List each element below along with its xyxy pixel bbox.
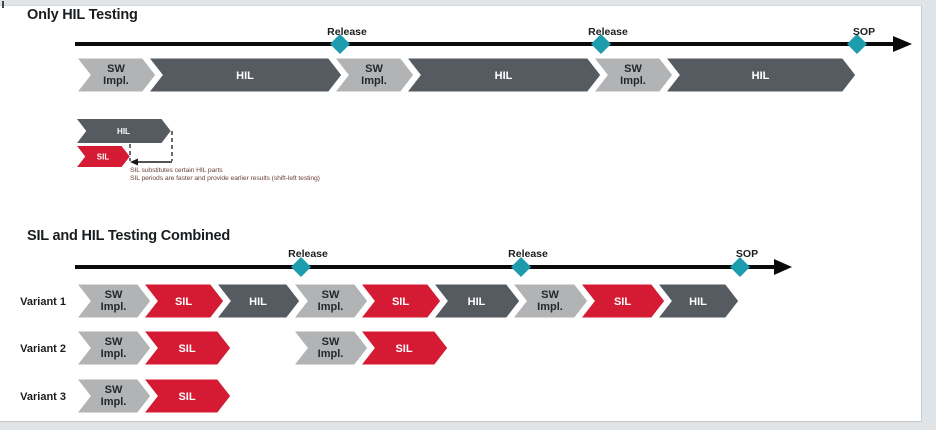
- chevron-hil: [428, 281, 523, 321]
- chevron-hil: [211, 281, 303, 321]
- chevron-hil: [143, 55, 345, 95]
- milestone-label: SOP: [736, 248, 758, 260]
- chevron-hil: [652, 281, 742, 321]
- chevron-label: SIL: [178, 343, 195, 355]
- chevron-sw: [71, 55, 159, 95]
- window-edge-artifact: [2, 1, 4, 8]
- milestone-label: Release: [588, 26, 628, 38]
- chevron-label: HIL: [117, 127, 130, 136]
- chevron-sw: [71, 376, 154, 416]
- variant-label: Variant 1: [20, 296, 66, 308]
- section-title-only-hil: Only HIL Testing: [27, 7, 138, 23]
- milestone-label: Release: [288, 248, 328, 260]
- chevron-label: SIL: [614, 296, 631, 308]
- chevron-label: HIL: [468, 296, 486, 308]
- chevron-label: SIL: [392, 296, 409, 308]
- chevron-label: SIL: [395, 343, 412, 355]
- chevron-sil: [138, 376, 234, 416]
- milestone-diamond: [847, 34, 867, 54]
- chevron-sil: [355, 328, 451, 368]
- timeline-arrowhead: [774, 259, 792, 275]
- variant-label: Variant 3: [20, 391, 66, 403]
- chevron-label: HIL: [752, 70, 770, 82]
- legend-note-line-1: SIL substitutes certain HIL parts: [130, 167, 223, 174]
- variant-label: Variant 2: [20, 343, 66, 355]
- chevron-label: SIL: [175, 296, 192, 308]
- chevron-sw: [71, 281, 154, 321]
- legend-note-line-2: SIL periods are faster and provide earli…: [130, 175, 320, 182]
- chevron-hil: [72, 117, 174, 145]
- chevron-sil: [138, 328, 234, 368]
- chevron-label: HIL: [495, 70, 513, 82]
- milestone-diamond: [730, 257, 750, 277]
- timeline-arrowhead: [893, 36, 912, 52]
- milestone-label: SOP: [853, 26, 875, 38]
- section-title-combined: SIL and HIL Testing Combined: [27, 228, 231, 244]
- chevron-hil: [401, 55, 604, 95]
- chevron-sil: [138, 281, 227, 321]
- milestone-diamond: [511, 257, 531, 277]
- chevron-sw: [329, 55, 417, 95]
- chevron-sil: [72, 144, 133, 169]
- milestone-label: Release: [508, 248, 548, 260]
- chevron-label: HIL: [689, 296, 707, 308]
- chevron-sw: [588, 55, 676, 95]
- chevron-sw: [71, 328, 154, 368]
- chevron-hil: [660, 55, 859, 95]
- chevron-sw: [288, 281, 371, 321]
- chevron-sil: [575, 281, 668, 321]
- chevron-label: HIL: [249, 296, 267, 308]
- milestone-diamond: [291, 257, 311, 277]
- chevron-sw: [288, 328, 371, 368]
- chevron-label: SIL: [97, 153, 110, 162]
- milestone-label: Release: [327, 26, 367, 38]
- chevron-sw: [507, 281, 591, 321]
- milestone-diamond: [330, 34, 350, 54]
- milestone-diamond: [591, 34, 611, 54]
- chevron-label: HIL: [236, 70, 254, 82]
- substitution-arrowhead: [130, 158, 138, 166]
- chevron-label: SIL: [178, 391, 195, 403]
- chevron-sil: [355, 281, 444, 321]
